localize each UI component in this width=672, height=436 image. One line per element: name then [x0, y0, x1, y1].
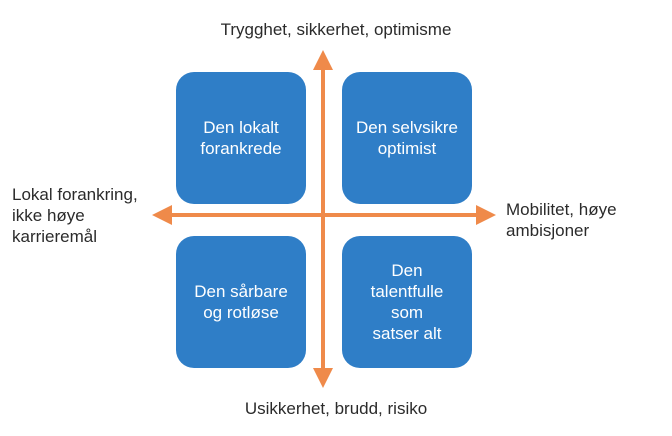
arrow-up-head	[313, 50, 333, 70]
arrow-left-head	[152, 205, 172, 225]
quadrant-bottom-left: Den sårbare og rotløse	[176, 236, 306, 368]
quadrant-top-right: Den selvsikre optimist	[342, 72, 472, 204]
axis-label-bottom: Usikkerhet, brudd, risiko	[244, 399, 428, 418]
axis-label-top: Trygghet, sikkerhet, optimisme	[220, 20, 452, 39]
quadrant-bottom-right: Den talentfulle som satser alt	[342, 236, 472, 368]
axis-label-left: Lokal forankring, ikke høye karrieremål	[12, 185, 138, 246]
arrow-right-head	[476, 205, 496, 225]
axis-label-right: Mobilitet, høye ambisjoner	[506, 200, 617, 240]
quadrant-top-left: Den lokalt forankrede	[176, 72, 306, 204]
arrow-down-head	[313, 368, 333, 388]
